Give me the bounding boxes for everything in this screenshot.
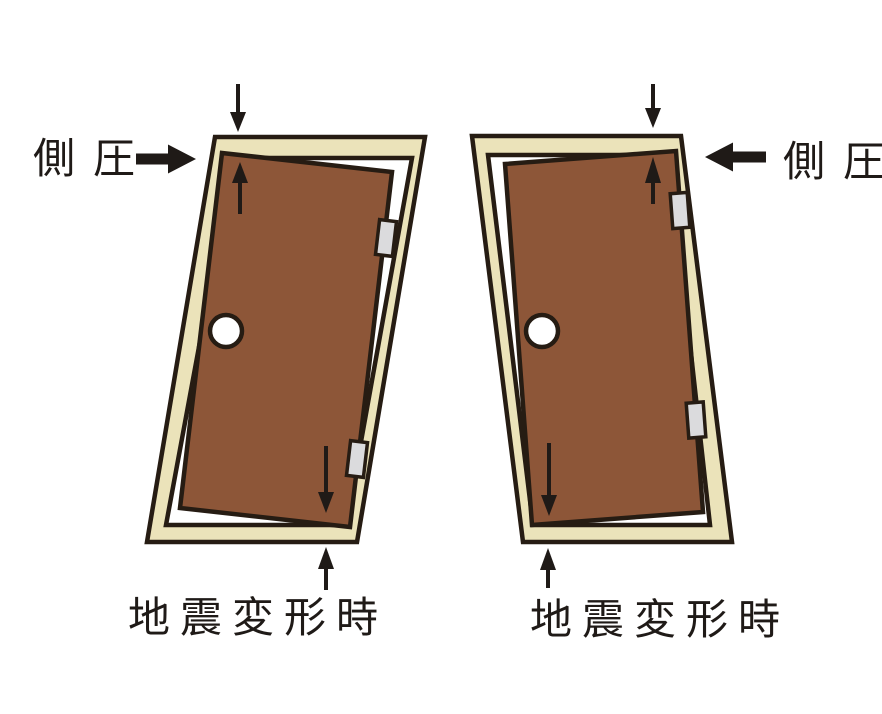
left-frame-bottom-up-arrow-icon bbox=[318, 547, 334, 590]
right-door-upper-hinge bbox=[668, 190, 692, 231]
left-door-upper-hinge bbox=[373, 217, 399, 259]
right-door-bottom-down-arrow-icon bbox=[541, 443, 557, 516]
left-door-knob bbox=[207, 312, 245, 350]
right-caption: 地震変形時 bbox=[530, 597, 790, 644]
right-door-diagram: 側圧 地震変形時 bbox=[469, 84, 882, 644]
left-frame-top-down-arrow-icon bbox=[230, 84, 246, 132]
right-pressure-label: 側圧 bbox=[783, 140, 882, 186]
left-door-top-up-arrow-icon bbox=[232, 162, 248, 214]
left-side-pressure-arrow-icon bbox=[136, 144, 196, 174]
left-pressure-label: 側圧 bbox=[33, 137, 153, 183]
right-frame-bottom-up-arrow-icon bbox=[540, 548, 556, 588]
left-door-bottom-down-arrow-icon bbox=[318, 446, 334, 513]
right-frame-top-down-arrow-icon bbox=[645, 84, 661, 128]
left-caption: 地震変形時 bbox=[128, 595, 388, 642]
right-door-lower-hinge bbox=[684, 400, 708, 440]
right-door-knob bbox=[523, 312, 561, 350]
left-door-lower-hinge bbox=[344, 438, 370, 480]
left-door-diagram: 側圧 地震変形時 bbox=[33, 84, 428, 642]
left-door-panel bbox=[177, 150, 395, 530]
right-door-top-up-arrow-icon bbox=[645, 157, 661, 204]
right-side-pressure-arrow-icon bbox=[705, 142, 766, 172]
right-door-panel bbox=[502, 148, 706, 528]
